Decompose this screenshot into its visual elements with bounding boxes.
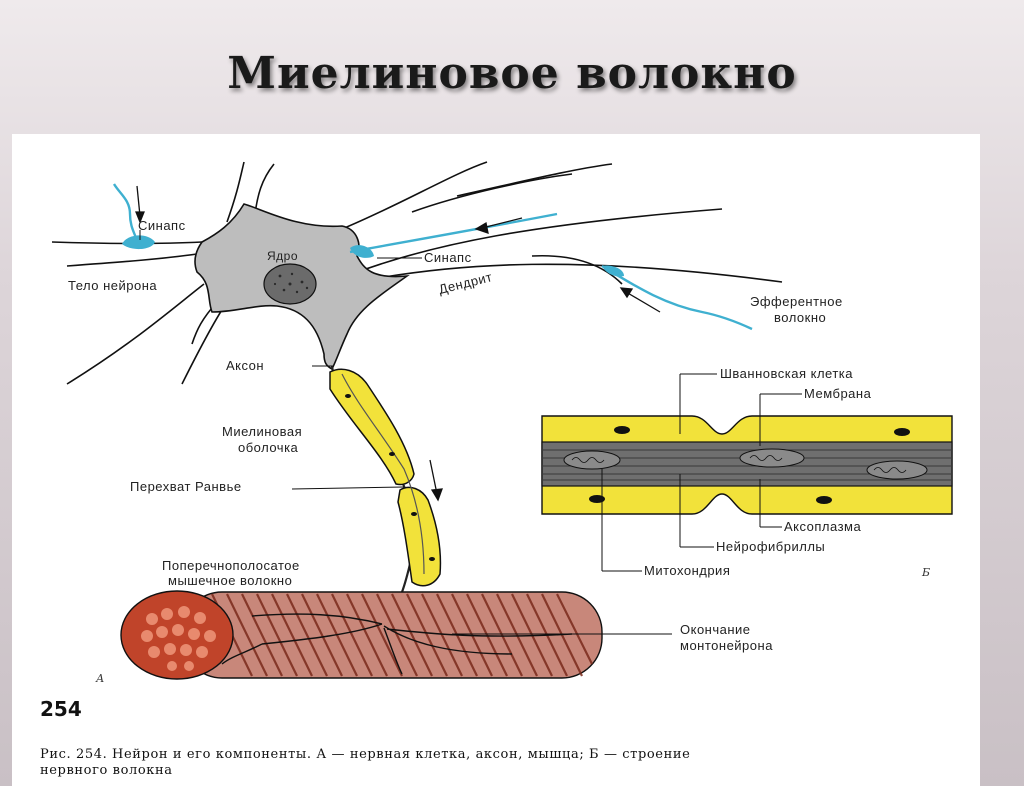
label-ending-1: Окончание [680, 622, 751, 637]
label-neurofibrils: Нейрофибриллы [716, 539, 825, 554]
label-myelin-2: оболочка [238, 440, 299, 455]
panel-b-letter: Б [921, 566, 930, 579]
schwann-nuclei-a [345, 394, 435, 561]
page-number: 254 [40, 697, 82, 721]
label-neuron-body: Тело нейрона [68, 278, 157, 293]
figure-caption-line-2: нервного волокна [40, 763, 173, 778]
label-axon: Аксон [226, 358, 264, 373]
direction-arrows [135, 185, 661, 502]
panel-a-letter: А [95, 672, 104, 685]
label-axoplasm: Аксоплазма [784, 519, 861, 534]
neuron-diagram: Синапс Ядро Синапс Тело нейрона Дендрит … [40, 161, 953, 778]
nucleus-granules [273, 272, 309, 294]
synapse-right-knob [350, 245, 374, 258]
label-ending-2: монтонейрона [680, 638, 773, 653]
efferent-knob [602, 265, 624, 277]
label-efferent-2: волокно [774, 310, 826, 325]
figure-panel: Синапс Ядро Синапс Тело нейрона Дендрит … [12, 134, 980, 786]
label-synapse-right: Синапс [424, 250, 472, 265]
synapse-left-knob [122, 235, 155, 250]
muscle-fiber [120, 590, 603, 680]
myelin-segment-1 [329, 368, 415, 486]
nerve-endings [221, 613, 573, 675]
label-schwann: Шванновская клетка [720, 366, 853, 381]
label-muscle-1: Поперечнополосатое [162, 558, 300, 573]
label-mitochondria: Митохондрия [644, 563, 730, 578]
label-muscle-2: мышечное волокно [168, 573, 292, 588]
label-efferent-1: Эфферентное [750, 294, 843, 309]
label-nucleus: Ядро [267, 249, 298, 263]
label-myelin-1: Миелиновая [222, 424, 302, 439]
label-synapse-left: Синапс [138, 218, 186, 233]
axon-inner-line [341, 373, 425, 575]
label-dendrite: Дендрит [437, 269, 494, 297]
leader-lines [139, 230, 802, 635]
dendrite-branches [51, 161, 783, 385]
figure-caption-line-1: Рис. 254. Нейрон и его компоненты. А — н… [40, 747, 690, 762]
myelin-segment-2 [397, 486, 442, 587]
slide-title: Миелиновое волокно [227, 48, 797, 99]
label-ranvier: Перехват Ранвье [130, 479, 242, 494]
label-membrane: Мембрана [804, 386, 872, 401]
fiber-section-b [541, 415, 953, 515]
